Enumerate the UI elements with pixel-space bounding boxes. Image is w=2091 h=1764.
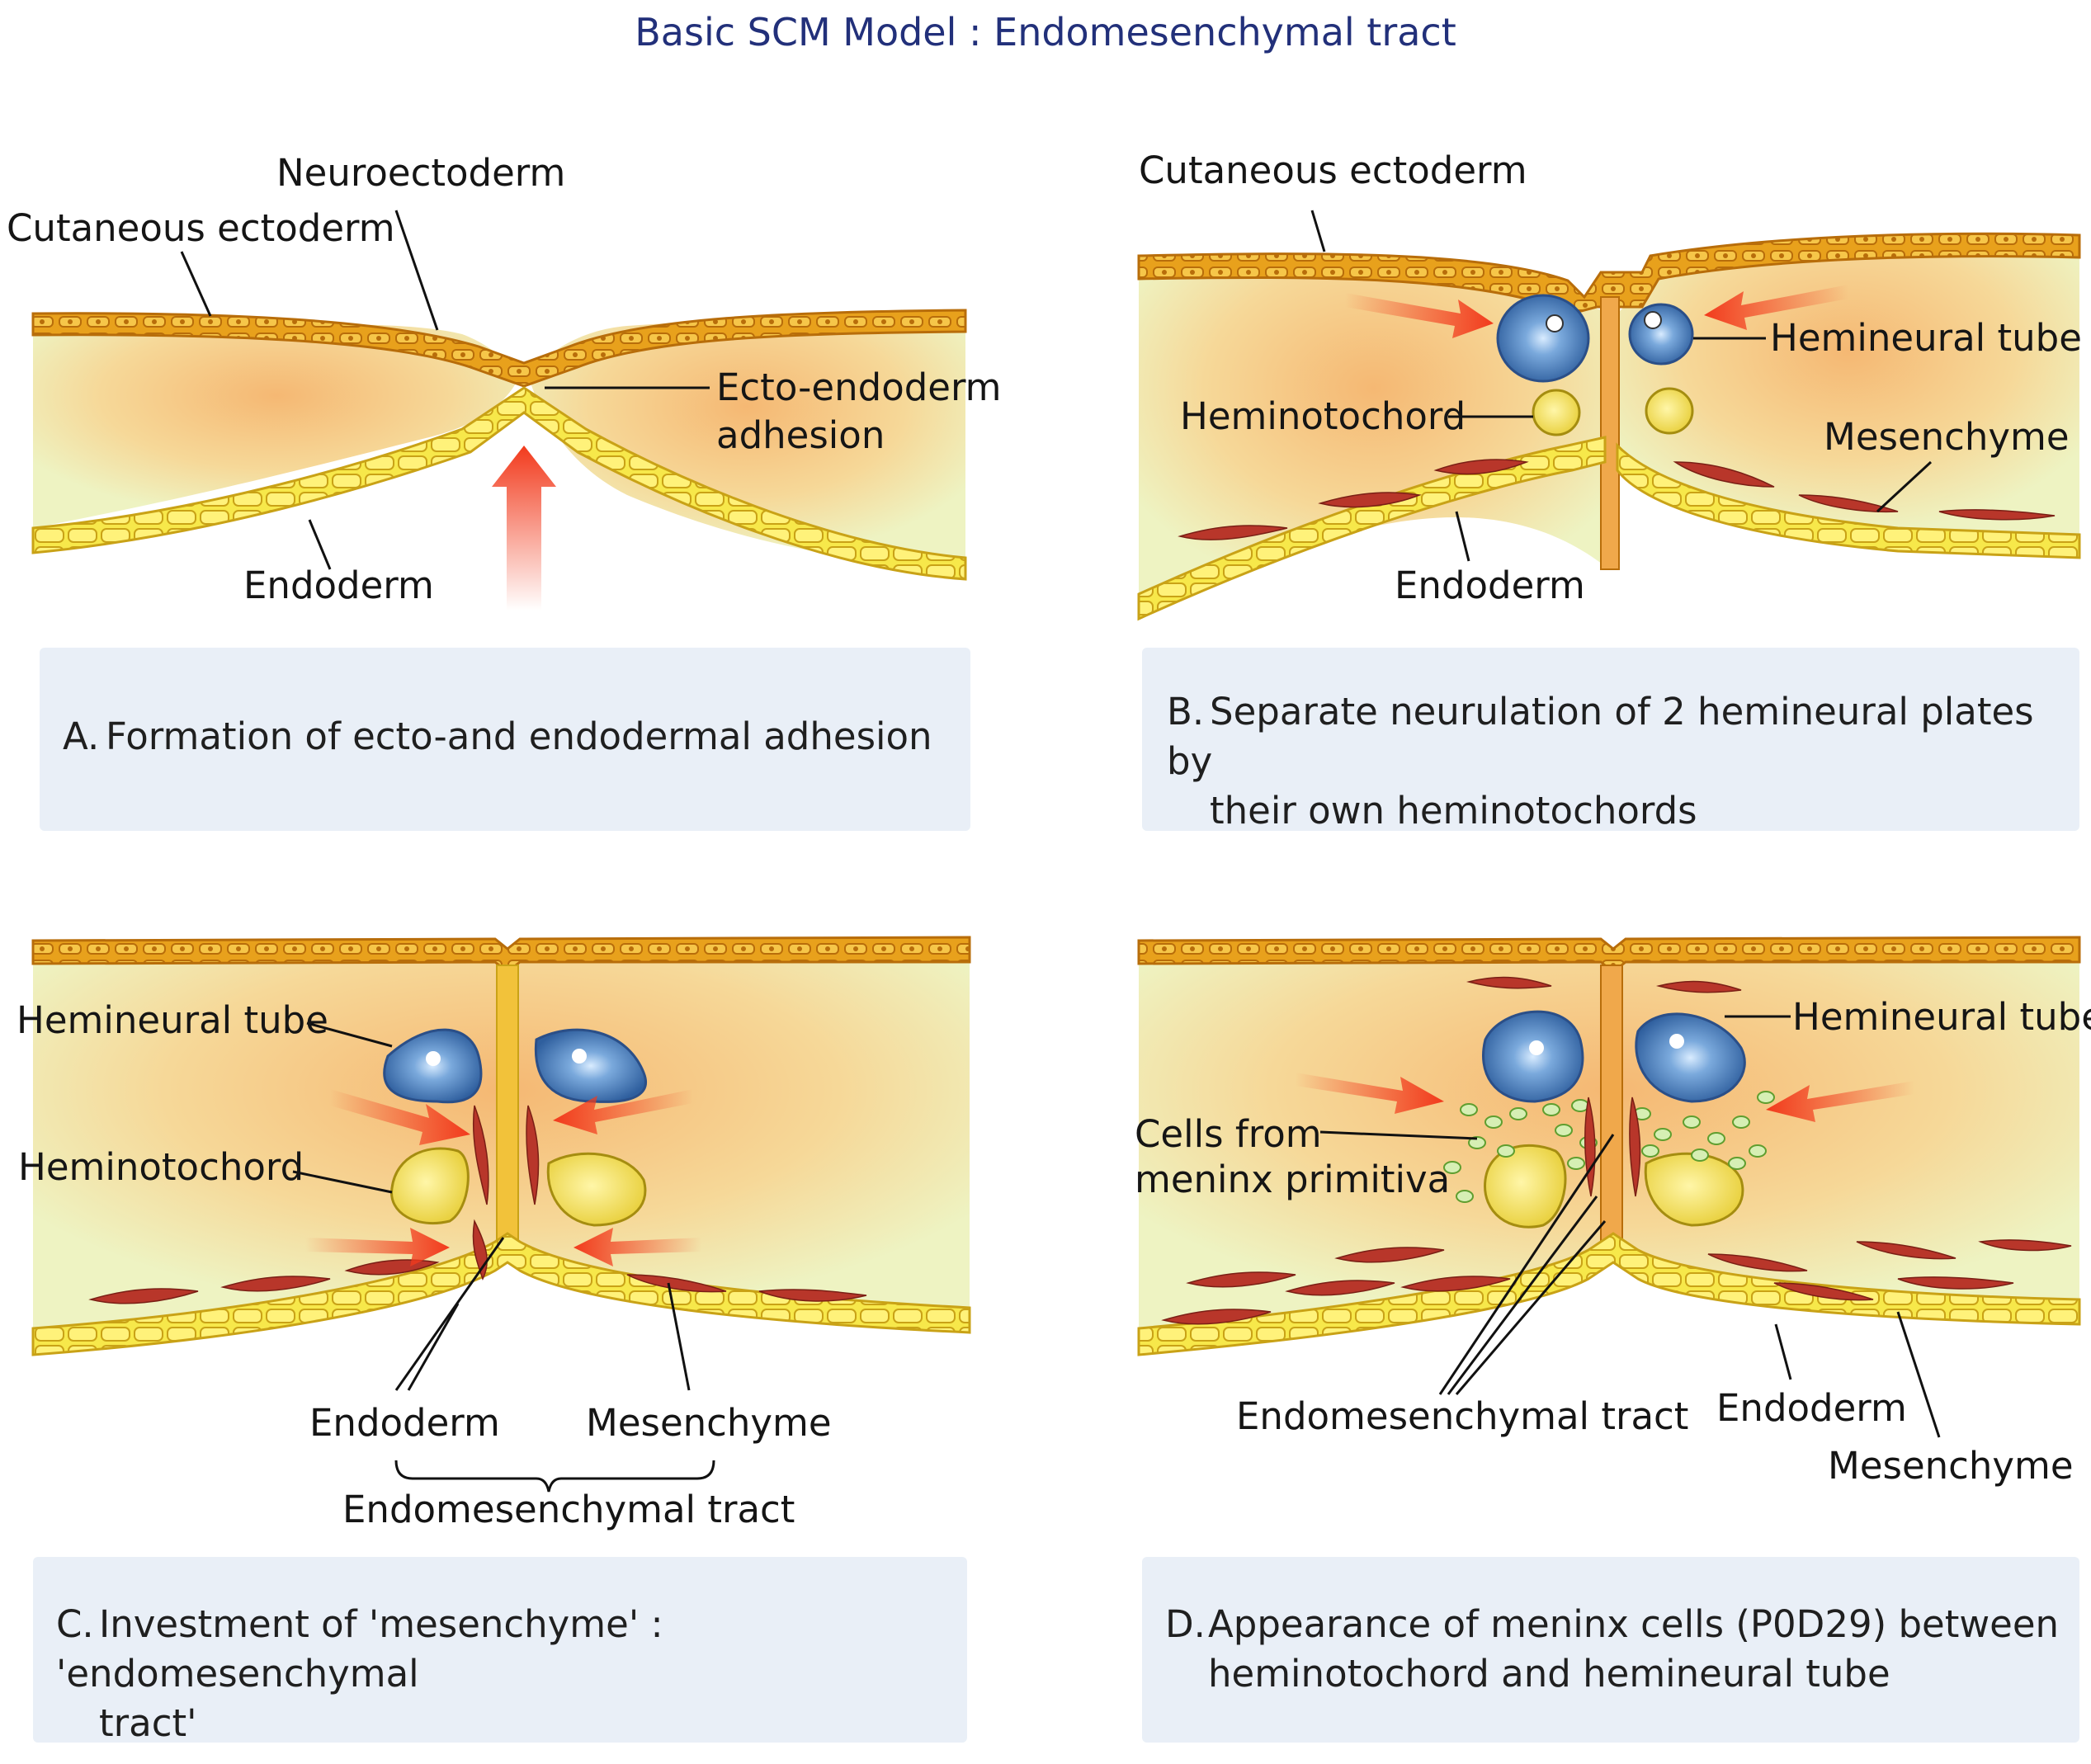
label-adhesion: adhesion	[716, 413, 885, 457]
label-mesenchyme-c: Mesenchyme	[586, 1401, 832, 1445]
heminotochord-icon	[1484, 1144, 1567, 1229]
panel-b-endoderm-right	[1616, 442, 2081, 559]
caption-b-letter: B.	[1167, 690, 1205, 733]
meninx-cell-icon	[1443, 1091, 1775, 1203]
heminotochord-icon	[546, 1152, 647, 1227]
label-endomesenchymal-tract-d: Endomesenchymal tract	[1236, 1394, 1688, 1438]
caption-c: C.Investment of 'mesenchyme' : 'endomese…	[33, 1557, 967, 1745]
caption-c-line2: tract'	[99, 1701, 197, 1745]
label-hemineural-tube-d: Hemineural tube	[1792, 995, 2091, 1039]
caption-d-letter: D.	[1165, 1602, 1206, 1646]
label-cutaneous-ectoderm-b: Cutaneous ectoderm	[1139, 149, 1527, 192]
label-hemineural-tube-b: Hemineural tube	[1770, 316, 2082, 360]
panel-b-cutaneous-ectoderm	[1137, 232, 2081, 315]
hemineural-tube-icon	[1635, 1012, 1746, 1103]
hemineural-tube-icon	[534, 1028, 647, 1103]
label-endoderm-b: Endoderm	[1395, 564, 1585, 607]
panel-a: Neuroectoderm Cutaneous ectoderm Ecto-en…	[7, 151, 1002, 611]
label-cells-from: Cells from	[1135, 1112, 1322, 1156]
panel-d-endoderm	[1137, 1232, 2081, 1356]
label-ecto-endoderm: Ecto-endoderm	[716, 366, 1002, 409]
panel-b: Cutaneous ectoderm Hemineural tube Hemin…	[1137, 149, 2082, 621]
caption-c-letter: C.	[56, 1602, 94, 1646]
caption-d: D.Appearance of meninx cells (P0D29) bet…	[1142, 1557, 2079, 1743]
hemineural-tube-icon	[1482, 1010, 1584, 1103]
label-endoderm-d: Endoderm	[1716, 1386, 1907, 1430]
caption-a: A.Formation of ecto-and endodermal adhes…	[40, 648, 970, 831]
red-arrow-icon	[492, 446, 556, 611]
red-arrow-icon	[1296, 1073, 1444, 1114]
red-arrow-icon	[1345, 293, 1494, 338]
panel-d-midline	[1600, 965, 1623, 1251]
red-arrow-icon	[1766, 1081, 1914, 1122]
label-meninx-primitiva: meninx primitiva	[1135, 1158, 1450, 1201]
label-endoderm-c: Endoderm	[309, 1401, 500, 1445]
panel-d-cutaneous-ectoderm	[1137, 936, 2081, 974]
caption-b-line1: Separate neurulation of 2 hemineural pla…	[1167, 690, 2034, 783]
label-heminotochord-c: Heminotochord	[18, 1145, 304, 1189]
panel-c-endoderm	[31, 1232, 971, 1356]
mesenchyme-cell-icon	[88, 1105, 867, 1304]
label-heminotochord-b: Heminotochord	[1180, 394, 1466, 438]
red-arrow-icon	[330, 1089, 470, 1145]
panel-a-mesoderm-left	[33, 324, 520, 528]
panel-c-midline	[496, 965, 519, 1251]
panel-d: Hemineural tube Cells from meninx primit…	[1135, 936, 2091, 1488]
caption-a-line1: Formation of ecto-and endodermal adhesio…	[106, 715, 932, 758]
figure-title: Basic SCM Model : Endomesenchymal tract	[635, 10, 1456, 54]
panel-a-mesoderm-right	[528, 318, 965, 569]
panel-c: Hemineural tube Heminotochord Endoderm M…	[17, 936, 971, 1531]
caption-b: B.Separate neurulation of 2 hemineural p…	[1142, 648, 2079, 832]
caption-a-letter: A.	[63, 715, 100, 758]
panel-a-cutaneous-ectoderm	[31, 309, 967, 388]
label-cutaneous-ectoderm: Cutaneous ectoderm	[7, 206, 395, 250]
red-arrow-icon	[1704, 285, 1848, 330]
red-arrow-icon	[573, 1228, 701, 1266]
brace-icon	[394, 1460, 715, 1493]
label-mesenchyme-b: Mesenchyme	[1824, 415, 2070, 459]
mesenchyme-cell-icon	[1161, 976, 2072, 1325]
label-endomesenchymal-tract-c: Endomesenchymal tract	[342, 1488, 795, 1531]
label-endoderm: Endoderm	[243, 564, 434, 607]
mesenchyme-cell-icon	[1178, 459, 2056, 540]
hemineural-tube-icon	[1496, 294, 1590, 383]
panel-c-cutaneous-ectoderm	[31, 936, 971, 974]
panel-b-midline	[1600, 296, 1620, 570]
hemineural-tube-icon	[1628, 303, 1694, 366]
label-neuroectoderm: Neuroectoderm	[276, 151, 565, 195]
caption-d-line2: heminotochord and hemineural tube	[1208, 1652, 1890, 1696]
panel-b-endoderm-left	[1137, 436, 1607, 621]
caption-b-line2: their own heminotochords	[1210, 789, 1697, 832]
red-arrow-icon	[553, 1089, 693, 1134]
label-hemineural-tube-c: Hemineural tube	[17, 998, 328, 1042]
caption-d-line1: Appearance of meninx cells (P0D29) betwe…	[1208, 1602, 2060, 1646]
caption-c-line1: Investment of 'mesenchyme' : 'endomesenc…	[56, 1602, 663, 1696]
heminotochord-icon	[1532, 389, 1581, 436]
panel-a-endoderm	[31, 386, 967, 581]
label-mesenchyme-d: Mesenchyme	[1828, 1444, 2074, 1488]
heminotochord-icon	[1645, 387, 1694, 435]
heminotochord-icon	[390, 1147, 470, 1225]
red-arrow-icon	[305, 1228, 450, 1266]
